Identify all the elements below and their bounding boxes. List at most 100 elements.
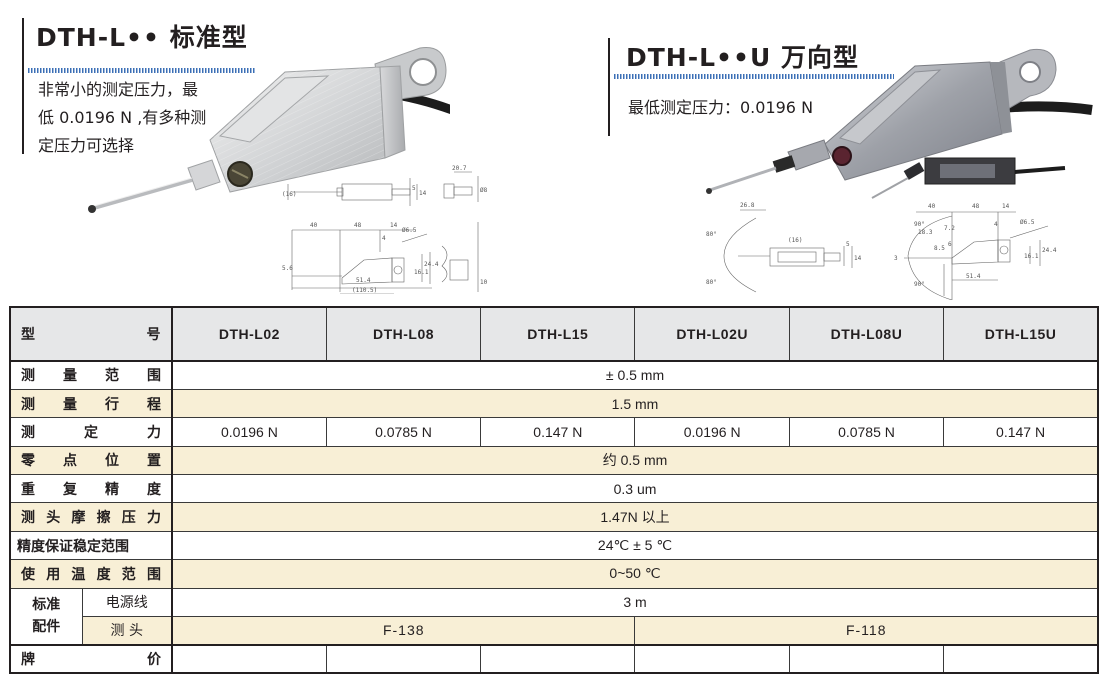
table-row-power-cable: 标准 配件 电源线 3 m (9, 587, 1099, 646)
svg-text:18.3: 18.3 (918, 229, 933, 236)
universal-type-title: DTH-L••U 万向型 (626, 43, 859, 72)
table-row-measuring-range: 测 量 范 围 ± 0.5 mm (9, 360, 1099, 390)
row-value: 24℃ ± 5 ℃ (171, 530, 1099, 561)
universal-type-heading-block: DTH-L••U 万向型 最低测定压力：0.0196 N (608, 38, 898, 136)
svg-text:16.1: 16.1 (1024, 253, 1039, 260)
svg-text:4: 4 (994, 221, 998, 228)
svg-text:51.4: 51.4 (356, 277, 371, 284)
svg-text:5: 5 (412, 185, 416, 192)
svg-text:3: 3 (894, 255, 898, 262)
label-char: 测 (21, 510, 35, 527)
label-char: 围 (147, 368, 161, 385)
table-row-accuracy-temperature-range: 精度保证稳定范围 24℃ ± 5 ℃ (9, 530, 1099, 561)
svg-text:40: 40 (310, 222, 318, 229)
price-cell (943, 643, 1099, 674)
label-char: 压 (121, 510, 136, 527)
row-value: 0~50 ℃ (171, 559, 1099, 589)
row-value: 1.47N 以上 (171, 502, 1099, 532)
label-char: 零 (21, 453, 35, 470)
table-row-measuring-stroke: 测 量 行 程 1.5 mm (9, 388, 1099, 419)
table-row-probe: 测 头 F-138 F-118 (10, 616, 1099, 646)
specification-table: 型号 DTH-L02 DTH-L08 DTH-L15 DTH-L02U DTH-… (9, 306, 1099, 675)
table-header-row: 型号 DTH-L02 DTH-L08 DTH-L15 DTH-L02U DTH-… (9, 306, 1099, 362)
svg-text:16.1: 16.1 (414, 269, 429, 276)
svg-text:26.8: 26.8 (740, 202, 755, 209)
label-char: 重 (21, 481, 35, 498)
price-cell (480, 643, 636, 674)
standard-type-dimension-drawing: 20.7 (16) 5 14 40 48 14 4 Ø6.5 5.6 16.1 … (282, 165, 488, 294)
dotted-underline (614, 74, 894, 79)
label-char: 量 (63, 396, 77, 413)
dotted-underline (28, 68, 256, 73)
accessories-label-line: 配件 (32, 619, 61, 636)
table-row-measuring-force: 测 定 力 0.0196 N 0.0785 N 0.147 N 0.0196 N… (9, 417, 1099, 447)
label-char: 使 (21, 566, 35, 583)
label-char: 用 (46, 566, 61, 583)
svg-text:Ø8: Ø8 (480, 187, 488, 194)
row-label: 重 复 精 度 (9, 474, 173, 504)
row-label: 测 量 行 程 (9, 388, 173, 419)
power-cable-label: 电源线 (81, 587, 173, 618)
label-char: 头 (46, 510, 61, 527)
label-char: 力 (146, 510, 161, 527)
svg-text:(110.5): (110.5) (352, 287, 377, 294)
model-column-header: DTH-L08U (788, 306, 945, 362)
label-char: 度 (147, 481, 161, 498)
svg-text:20.7: 20.7 (452, 165, 467, 172)
row-value: 1.5 mm (171, 388, 1099, 419)
model-column-header: DTH-L15U (943, 306, 1099, 362)
standard-probe-product-image (88, 46, 450, 213)
svg-text:48: 48 (354, 222, 362, 229)
label-char: 力 (147, 424, 161, 441)
label-char: 测 (21, 368, 35, 385)
svg-text:5.6: 5.6 (282, 265, 293, 272)
table-row-operating-temperature-range: 使 用 温 度 范 围 0~50 ℃ (9, 559, 1099, 589)
price-cell (171, 643, 327, 674)
svg-text:Ø6.5: Ø6.5 (402, 227, 417, 234)
svg-text:48: 48 (972, 203, 980, 210)
row-label: 精度保证稳定范围 (9, 530, 173, 561)
row-value: 0.147 N (480, 417, 636, 447)
model-column-header: DTH-L15 (480, 306, 636, 362)
label-char: 测 (21, 424, 35, 441)
standard-type-description: 非常小的测定压力，最 低 0.0196 N ,有多种测 定压力可选择 (38, 76, 258, 160)
row-value: 约 0.5 mm (171, 445, 1099, 476)
svg-text:24.4: 24.4 (424, 261, 439, 268)
universal-probe-product-image (706, 48, 1093, 199)
label-char: 摩 (71, 510, 86, 527)
label-char: 定 (84, 424, 98, 441)
label-char: 位 (105, 453, 119, 470)
table-row-price: 牌 价 (9, 643, 1099, 674)
row-label: 测 定 力 (9, 417, 173, 447)
row-value: 0.0196 N (171, 417, 327, 447)
svg-text:14: 14 (854, 255, 862, 262)
label-char: 置 (147, 453, 161, 470)
label-char: 擦 (96, 510, 111, 527)
label-char: 温 (71, 566, 86, 583)
row-value: 0.3 um (171, 474, 1099, 504)
svg-text:14: 14 (390, 222, 398, 229)
svg-text:80°: 80° (706, 231, 717, 238)
svg-text:90°: 90° (914, 221, 925, 228)
label-char: 范 (121, 566, 136, 583)
row-value: ± 0.5 mm (171, 360, 1099, 390)
price-label: 牌 价 (9, 643, 173, 674)
label-char: 范 (105, 368, 119, 385)
description-line: 低 0.0196 N ,有多种测 (38, 108, 207, 127)
table-row-repeatability: 重 复 精 度 0.3 um (9, 474, 1099, 504)
svg-text:80°: 80° (706, 279, 717, 286)
row-value: 0.147 N (943, 417, 1099, 447)
model-column-header: DTH-L02U (634, 306, 790, 362)
label-char: 程 (147, 396, 161, 413)
price-cell (325, 643, 482, 674)
description-line: 非常小的测定压力，最 (38, 80, 199, 99)
row-label: 使 用 温 度 范 围 (9, 559, 173, 589)
row-value: 0.0785 N (325, 417, 482, 447)
universal-type-description: 最低测定压力：0.0196 N (628, 98, 814, 117)
table-row-zero-position: 零 点 位 置 约 0.5 mm (9, 445, 1099, 476)
row-value: 3 m (171, 587, 1099, 618)
svg-text:(16): (16) (282, 191, 296, 198)
price-cell (634, 643, 790, 674)
header-char: 号 (146, 327, 161, 343)
label-char: 量 (63, 368, 77, 385)
